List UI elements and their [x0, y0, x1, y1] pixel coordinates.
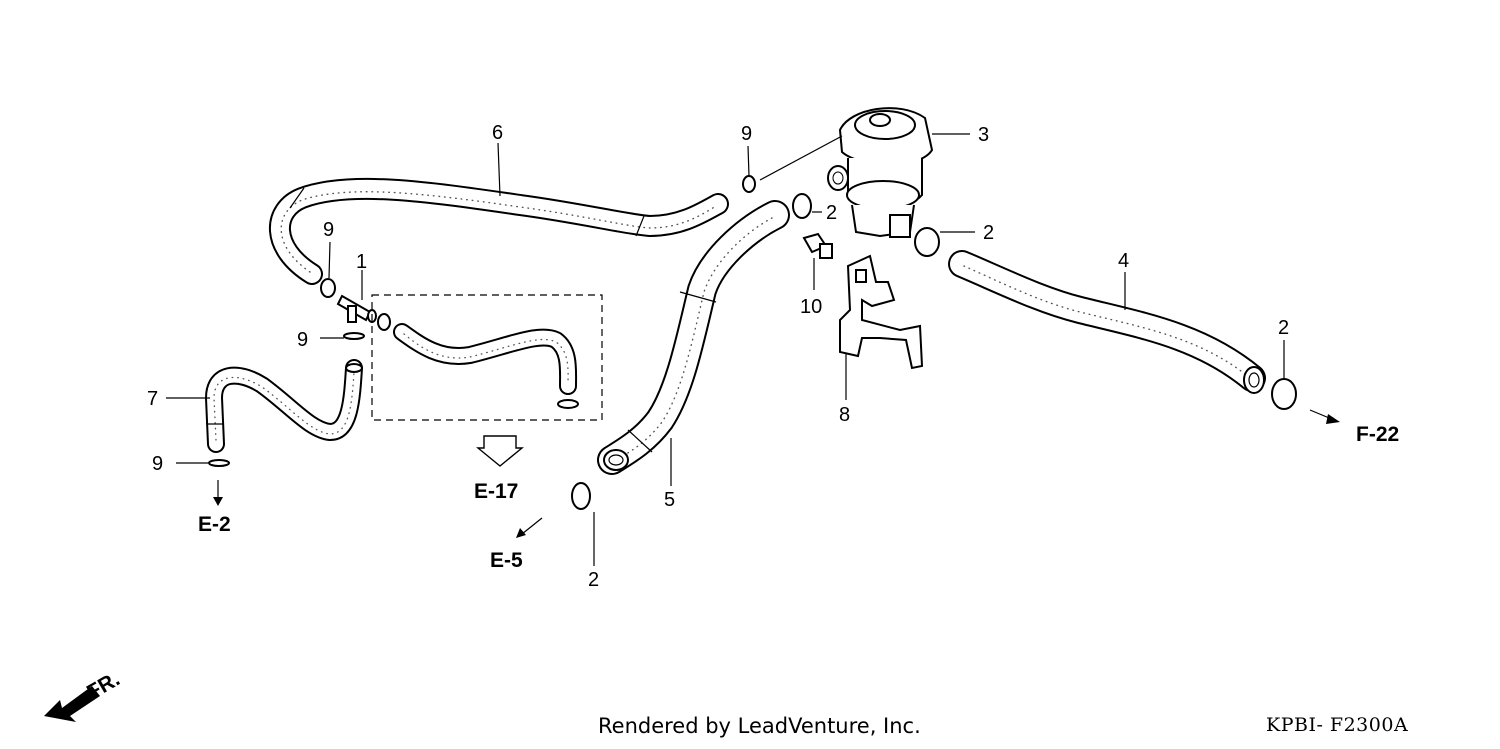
t-joint-1 [336, 294, 377, 323]
callout-numbers: 6 9 3 9 1 9 7 9 2 2 4 2 10 8 5 2 [147, 122, 1289, 591]
hose-5 [597, 200, 790, 475]
bracket-8 [839, 254, 924, 370]
callout-2-valve-right: 2 [983, 222, 994, 244]
hose-6 [268, 177, 729, 285]
front-arrow-icon [44, 686, 100, 722]
ref-e5: E-5 [490, 549, 523, 572]
diagram-code: KPBI- F2300A [1266, 714, 1409, 736]
callout-2-valve-left: 2 [826, 202, 837, 224]
ref-e2: E-2 [198, 513, 231, 536]
reference-codes: E-17 E-5 E-2 F-22 FR. [83, 423, 1399, 704]
callout-4: 4 [1118, 250, 1129, 272]
clamps [208, 175, 1297, 510]
callout-2-right: 2 [1278, 317, 1289, 339]
callout-6: 6 [492, 122, 503, 144]
callout-7: 7 [147, 388, 158, 410]
callout-9-lower-left: 9 [152, 453, 163, 475]
callout-8: 8 [839, 404, 850, 426]
callout-9-mid-left: 9 [297, 329, 308, 351]
callout-3: 3 [978, 124, 989, 146]
ref-e17: E-17 [474, 480, 518, 503]
valve-3 [827, 107, 934, 238]
callout-9-upper-left: 9 [323, 219, 334, 241]
bolt-10 [802, 232, 833, 259]
detail-box-e17 [371, 294, 603, 421]
callout-5: 5 [664, 489, 675, 511]
callout-1: 1 [356, 251, 367, 273]
hose-7 [205, 359, 363, 453]
ref-f22: F-22 [1356, 423, 1399, 446]
rendered-by-credit: Rendered by LeadVenture, Inc. [598, 714, 921, 738]
hose-4 [948, 250, 1266, 394]
leader-lines [166, 133, 1285, 566]
reference-arrows [44, 409, 1340, 722]
callout-9-top: 9 [741, 123, 752, 145]
callout-2-bottom: 2 [588, 569, 599, 591]
callout-10: 10 [800, 296, 822, 318]
